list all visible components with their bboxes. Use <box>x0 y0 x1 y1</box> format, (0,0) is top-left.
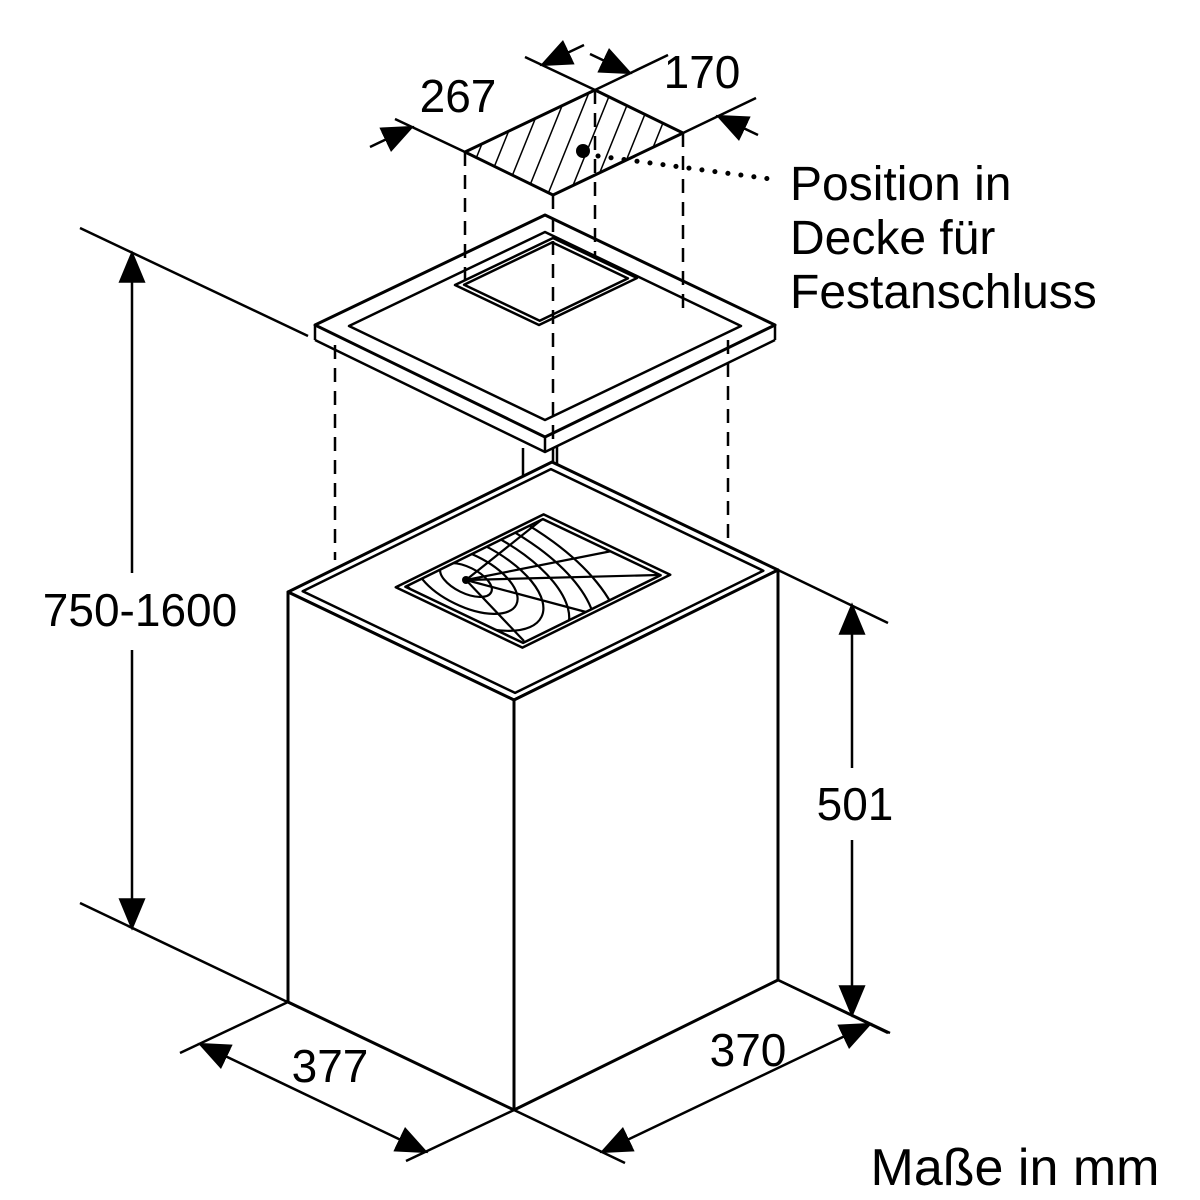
units-note: Maße in mm <box>871 1139 1160 1197</box>
dimension-377: 377 <box>179 1000 515 1163</box>
dimension-501: 501 <box>777 568 894 1035</box>
leader-line-3: Festanschluss <box>790 266 1097 319</box>
dashed-projection-lines <box>333 90 730 560</box>
ext-377-left <box>179 1000 289 1055</box>
ext-height-top <box>79 226 309 338</box>
arrow-170-left <box>589 47 633 75</box>
plate-bottom-edge <box>314 338 776 454</box>
leader-line-2: Decke für <box>790 212 995 265</box>
ext-370-left <box>513 1108 626 1165</box>
dim-170-label: 170 <box>664 46 741 98</box>
ext-height-bottom <box>79 901 301 1010</box>
leader-line-1: Position in <box>790 158 1011 211</box>
filter-grid-inner <box>404 517 662 645</box>
plate-duct-hole-inner <box>462 241 630 322</box>
plate-top-face <box>313 213 777 439</box>
ceiling-cutout-hatched <box>463 88 685 197</box>
ext-377-right <box>405 1108 515 1163</box>
dimension-170: 170 <box>589 46 759 142</box>
dim-377-label: 377 <box>292 1040 369 1092</box>
ext-267-top <box>524 55 596 92</box>
ext-501-top <box>777 568 889 625</box>
plate-inner-rim <box>347 230 743 422</box>
ext-267-bottom <box>394 117 466 154</box>
filter-grid-outer <box>394 513 672 649</box>
arrow-267-upper <box>539 39 585 67</box>
hood-body <box>286 460 780 1112</box>
dimension-370: 370 <box>513 978 891 1165</box>
plate-duct-hole <box>453 236 639 327</box>
position-dot <box>576 144 590 158</box>
leader-dotted-line <box>595 153 781 183</box>
dimension-267: 267 <box>369 39 596 154</box>
dimline-377 <box>197 1042 429 1154</box>
ext-370-right <box>777 978 891 1035</box>
leader-position-in-ceiling: Position in Decke für Festanschluss <box>595 153 1097 319</box>
hood-top-rim <box>301 467 765 695</box>
arrow-170-right <box>715 114 759 142</box>
ceiling-cutout-area <box>463 88 685 197</box>
dimline-370 <box>599 1022 873 1154</box>
dim-501-label: 501 <box>817 778 894 830</box>
dim-height-range-label: 750-1600 <box>43 584 237 636</box>
dim-370-label: 370 <box>710 1024 787 1076</box>
dim-267-label: 267 <box>420 70 497 122</box>
dimension-height-range: 750-1600 <box>43 226 309 1010</box>
arrow-267-lower <box>369 125 415 153</box>
mounting-plate <box>313 213 777 454</box>
